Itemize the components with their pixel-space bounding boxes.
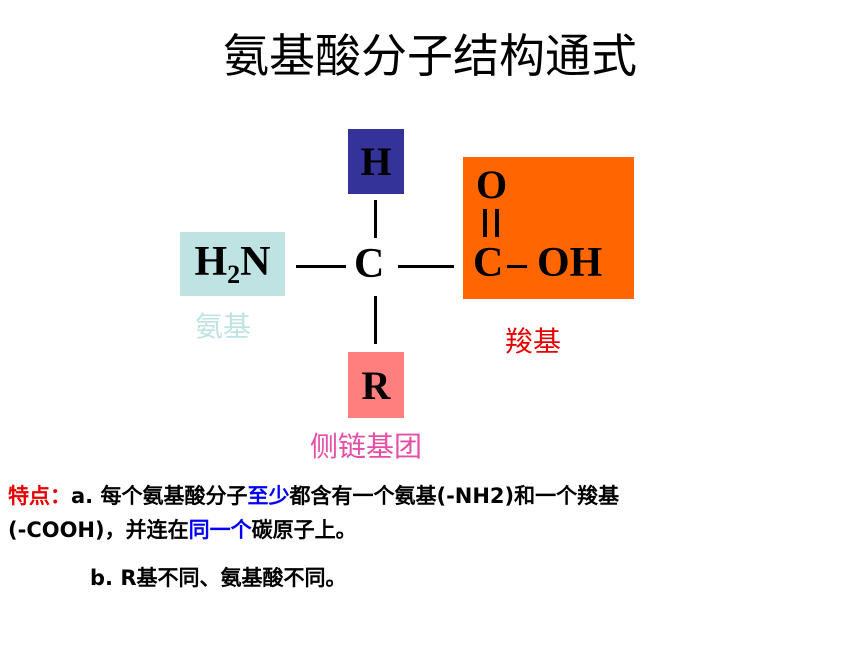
note-a-suffix: 碳原子上。: [251, 518, 357, 542]
amino-label: 氨基: [195, 310, 252, 343]
bond-c-r: [374, 296, 377, 344]
note-a-line2: (-COOH)，并连在同一个碳原子上。: [8, 512, 357, 548]
single-bond: [507, 265, 527, 268]
page-title: 氨基酸分子结构通式: [223, 29, 637, 83]
bond-n-c: [296, 265, 346, 268]
r-group-symbol: R: [361, 362, 391, 408]
note-a-prefix: a. 每个氨基酸分子: [71, 484, 248, 508]
feature-notes: 特点：a. 每个氨基酸分子至少都含有一个氨基(-NH2)和一个羧基 (-COOH…: [8, 478, 858, 590]
side-chain-label: 侧链基团: [310, 430, 423, 463]
carboxyl-carbon: C: [473, 240, 504, 286]
bond-c-h: [374, 200, 377, 238]
note-a-emphasis-1: 至少: [247, 484, 290, 508]
double-bond: [481, 209, 503, 237]
carboxyl-group-box: O C OH: [463, 157, 634, 299]
note-a-mid: 都含有一个氨基(-NH2)和一个羧基: [289, 484, 620, 508]
carboxyl-label: 羧基: [505, 325, 562, 358]
bond-c-cooh: [398, 265, 454, 268]
note-a-line2-prefix: (-COOH)，并连在: [8, 518, 189, 542]
note-b: b. R基不同、氨基酸不同。: [90, 566, 347, 590]
carboxyl-oxygen: O: [476, 162, 508, 207]
note-a-emphasis-2: 同一个: [188, 518, 252, 542]
hydrogen-symbol: H: [360, 139, 392, 184]
r-group-box: R: [348, 352, 404, 418]
alpha-carbon: C: [354, 241, 385, 287]
hydrogen-box: H: [348, 129, 404, 194]
feature-label: 特点：: [8, 484, 71, 508]
amino-group-formula: H2N: [194, 239, 271, 289]
amino-group-box: H2N: [180, 232, 285, 296]
hydroxyl: OH: [537, 240, 603, 286]
note-a-line1: 特点：a. 每个氨基酸分子至少都含有一个氨基(-NH2)和一个羧基: [8, 478, 858, 514]
